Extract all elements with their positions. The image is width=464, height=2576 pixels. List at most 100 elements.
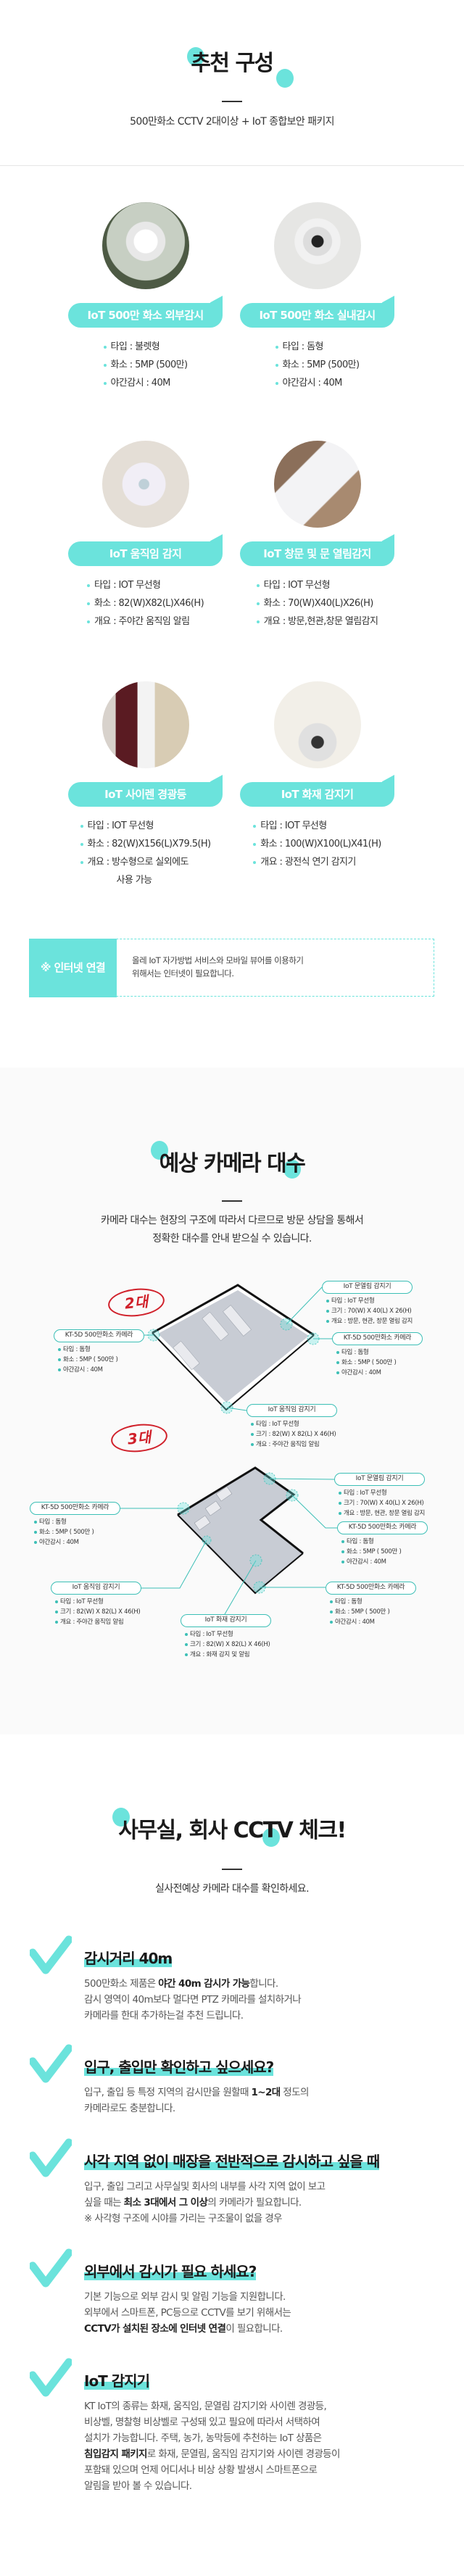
device-spec-item: 개요 : 주야간 움직임 알림 — [251, 1439, 336, 1450]
device-spec-item: 개요 : 방문, 현관, 창문 열림 감지 — [326, 1316, 413, 1326]
spec-item: 화소 : 82(W)X82(L)X46(H) — [86, 594, 204, 612]
section-rule — [0, 165, 464, 166]
body-text: KT IoT의 종류는 화재, 움직임, 문열림 감지기와 사이렌 경광등, — [84, 2401, 327, 2412]
body-text: 기본 기능으로 외부 감시 및 알림 기능을 지원합니다. — [84, 2291, 286, 2303]
device-label: KT-5D 500만화소 카메라 — [332, 1332, 423, 1345]
body-line: 설치가 가능합니다. 주택, 농가, 농막등에 추천하는 IoT 상품은 — [84, 2430, 340, 2446]
spec-item: 타입 : IOT 무선형 — [256, 576, 378, 594]
body-line: 싶을 때는 최소 3대에서 그 이상의 카메라가 필요합니다. — [84, 2195, 325, 2211]
estimate-description: 카메라 대수는 현장의 구조에 따라서 다르므로 방문 상담을 통해서 정확한 … — [100, 1215, 364, 1245]
body-line: 입구, 출입 그리고 사무실및 회사의 내부를 사각 지역 없이 보고 — [84, 2179, 326, 2195]
device-spec-item: 타입 : IoT 무선형 — [339, 1488, 425, 1498]
heading-highlight — [84, 2382, 149, 2390]
check-body: 500만화소 제품은 야간 40m 감시가 가능합니다.감시 영역이 40m보다… — [84, 1976, 302, 2024]
device-spec-item: 타입 : 돔형 — [336, 1347, 396, 1358]
spec-item: 타입 : IOT 무선형 — [80, 817, 211, 835]
body-text: 입구, 출입 등 특정 지역의 감시만을 원할때 — [84, 2087, 252, 2098]
spec-item: 화소 : 5MP (500만) — [275, 356, 360, 374]
device-spec-item: 크기 : 70(W) X 40(L) X 26(H) — [326, 1306, 413, 1316]
body-text: 알림을 받아 볼 수 있습니다. — [84, 2480, 192, 2492]
internet-notice-label: ※ 인터넷 연결 — [29, 939, 117, 997]
divider — [222, 1200, 242, 1202]
body-line: 500만화소 제품은 야간 40m 감시가 가능합니다. — [84, 1976, 301, 1992]
device-spec-item: 타입 : 돔형 — [330, 1597, 389, 1607]
device-spec-item: 화소 : 5MP ( 500만 ) — [58, 1355, 118, 1365]
check-heading: IoT 감지기 — [84, 2369, 150, 2390]
body-line: 비상벨, 명찰형 비상벨로 구성돼 있고 필요에 따라서 서택하여 — [84, 2414, 340, 2430]
product-title: IoT 창문 및 문 열림감지 — [240, 541, 394, 566]
device-label: IoT 화재 감지기 — [181, 1614, 271, 1627]
divider — [222, 1869, 242, 1870]
spec-item: 화소 : 70(W)X40(L)X26(H) — [256, 594, 378, 612]
accent-dot — [262, 1828, 280, 1847]
spec-item: 개요 : 방문,현관,창문 열림감지 — [256, 612, 378, 631]
device-spec-item: 타입 : 돔형 — [341, 1537, 401, 1547]
body-text: 정도의 — [280, 2087, 309, 2098]
body-text: 로 화재, 문열림, 움직임 감지기와 사이렌 경광등이 — [146, 2448, 341, 2460]
check-heading-text: 입구, 출입만 확인하고 싶으세요? — [84, 2058, 274, 2076]
body-text: 의 카메라가 필요합니다. — [207, 2197, 302, 2209]
accent-dot — [187, 47, 204, 66]
device-spec-item: 크기 : 70(W) X 40(L) X 26(H) — [339, 1498, 425, 1508]
device-spec-item: 야간감시 : 40M — [341, 1557, 401, 1567]
room-2-cameras — [152, 1284, 315, 1411]
emphasis-text: 침입감지 패키지 — [84, 2448, 147, 2460]
check-heading: 외부에서 감시가 필요 하세요? — [84, 2260, 257, 2281]
product-title: IoT 사이렌 경광등 — [68, 782, 223, 807]
emphasis-text: 야간 40m 감시가 가능 — [158, 1978, 250, 1990]
check-title: 사무실, 회사 CCTV 체크! — [0, 1808, 464, 1847]
device-label: IoT 문열림 감지기 — [322, 1281, 413, 1294]
internet-notice: ※ 인터넷 연결 올레 IoT 자가방법 서비스와 모바일 뷰어를 이용하기 위… — [29, 939, 434, 997]
motion-sensor-photo — [102, 441, 189, 528]
accent-dot — [112, 1808, 130, 1827]
spec-item: 야간감시 : 40M — [275, 374, 360, 392]
body-text: 싶을 때는 — [84, 2197, 124, 2209]
body-line: 침입감지 패키지로 화재, 문열림, 움직임 감지기와 사이렌 경광등이 — [84, 2446, 340, 2462]
device-label: KT-5D 500만화소 카메라 — [54, 1329, 144, 1342]
device-spec-item: 타입 : IoT 무선형 — [326, 1296, 413, 1306]
device-spec-item: 타입 : 돔형 — [58, 1345, 117, 1355]
door-sensor-photo — [274, 441, 361, 528]
estimate-title: 예상 카메라 대수 — [0, 1141, 464, 1179]
body-text: 이 필요합니다. — [225, 2323, 283, 2335]
device-spec-item: 화소 : 5MP ( 500만 ) — [336, 1358, 397, 1368]
internet-notice-text: 올레 IoT 자가방법 서비스와 모바일 뷰어를 이용하기 위해서는 인터넷이 … — [132, 955, 304, 979]
device-spec-item: 타입 : IoT 무선형 — [55, 1597, 140, 1607]
check-heading: 감시거리 40m — [84, 1947, 173, 1968]
device-spec-item: 타입 : IoT 무선형 — [251, 1419, 336, 1429]
office-diagram-rooms — [120, 1284, 337, 1615]
divider — [222, 101, 242, 102]
check-heading-text: 외부에서 감시가 필요 하세요? — [84, 2263, 257, 2280]
spec-item: 개요 : 광전식 연기 감지기 — [253, 853, 381, 871]
check-heading: 입구, 출입만 확인하고 싶으세요? — [84, 2056, 274, 2077]
body-line: 감시 영역이 40m보다 멀다면 PTZ 카메라를 설치하거나 — [84, 1992, 302, 2008]
heading-highlight — [84, 2068, 274, 2076]
bullet-camera-photo — [102, 202, 189, 289]
check-subtitle: 실사전예상 카메라 대수를 확인하세요. — [155, 1883, 309, 1895]
body-text: 외부에서 스마트폰, PC등으로 CCTV를 보기 위해서는 — [84, 2307, 291, 2319]
device-label: KT-5D 500만화소 카메라 — [326, 1582, 416, 1595]
body-line: KT IoT의 종류는 화재, 움직임, 문열림 감지기와 사이렌 경광등, — [84, 2398, 340, 2414]
device-spec-item: 야간감시 : 40M — [330, 1617, 389, 1627]
body-text: ※ 사각형 구조에 시야를 가리는 구조물이 없을 경우 — [84, 2213, 283, 2224]
body-line: 알림을 받아 볼 수 있습니다. — [84, 2478, 340, 2494]
heading-highlight — [84, 2162, 380, 2170]
device-spec-item: 야간감시 : 40M — [58, 1365, 117, 1375]
